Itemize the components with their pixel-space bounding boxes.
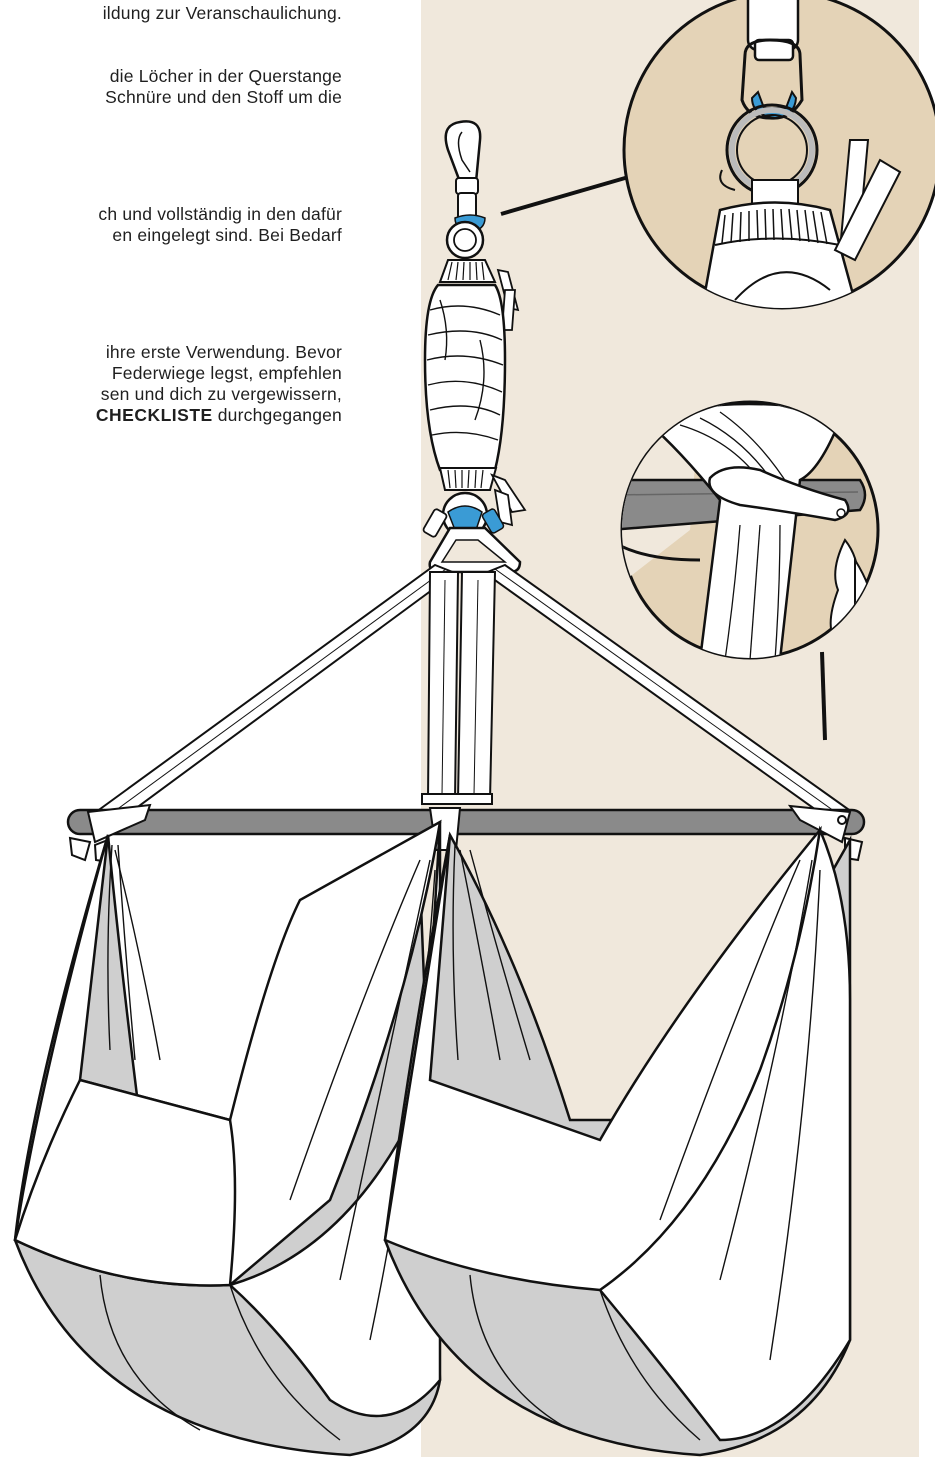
- leader-line-top: [501, 176, 632, 214]
- swivel-ring-icon: [447, 222, 483, 258]
- leader-line-middle: [822, 652, 825, 740]
- right-hammock: [385, 830, 850, 1455]
- carabiner-hook-icon: [446, 121, 480, 186]
- left-hammock: [15, 822, 440, 1455]
- hanging-hardware: [422, 121, 525, 572]
- zoom-circle-carabiner: [624, 0, 935, 320]
- zoom-circle-spreader-bar: [600, 400, 878, 660]
- spreader-bar-icon: [68, 810, 864, 834]
